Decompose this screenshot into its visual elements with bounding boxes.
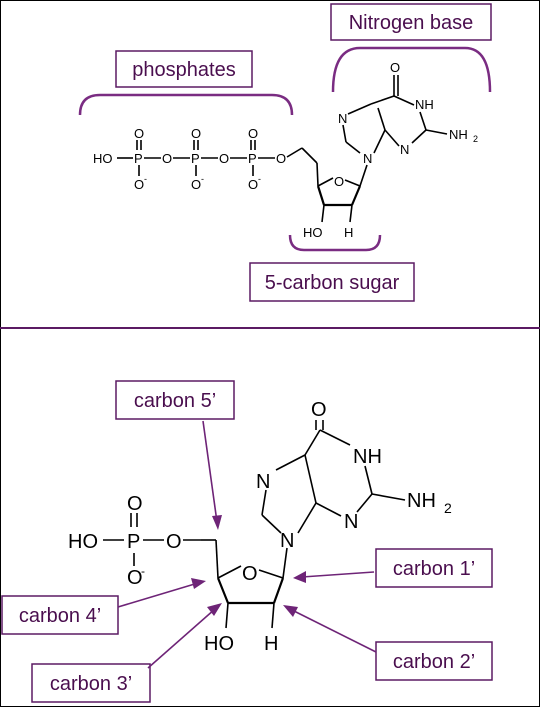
svg-text:O: O	[311, 399, 327, 421]
svg-text:N: N	[280, 530, 294, 552]
monophosphate: HO P O O O -	[68, 493, 219, 589]
svg-text:N: N	[256, 471, 270, 493]
guanine-base-top: N N NH O NH 2 N	[338, 60, 478, 166]
svg-text:O: O	[248, 126, 258, 141]
svg-text:HO: HO	[93, 151, 113, 166]
arrow-carbon4	[117, 582, 199, 608]
arrow-carbon2	[289, 608, 377, 653]
arrow-carbon1	[301, 571, 375, 578]
nitrogen-base-brace	[331, 46, 492, 93]
carbon1-label: carbon 1’	[375, 548, 493, 588]
svg-text:H: H	[344, 225, 353, 240]
svg-text:NH: NH	[407, 490, 436, 512]
svg-text:O: O	[127, 567, 143, 589]
sugar-brace	[288, 234, 382, 252]
phosphates-brace	[78, 93, 294, 116]
svg-text:O: O	[134, 177, 144, 192]
svg-text:HO: HO	[303, 225, 323, 240]
svg-text:O: O	[166, 531, 182, 553]
ribose-ring-bottom: O HO H	[204, 547, 288, 655]
carbon5-label: carbon 5’	[115, 380, 235, 420]
svg-text:N: N	[338, 111, 347, 126]
arrow-carbon2-head	[283, 605, 298, 617]
svg-text:HO: HO	[68, 531, 98, 553]
arrow-carbon4-head	[191, 578, 206, 589]
arrow-carbon5	[202, 420, 218, 523]
svg-text:-: -	[258, 174, 261, 184]
svg-text:NH: NH	[449, 127, 468, 142]
svg-text:N: N	[400, 142, 409, 157]
svg-text:H: H	[264, 633, 278, 655]
carbon3-label: carbon 3’	[31, 663, 151, 703]
carbon2-label: carbon 2’	[375, 641, 493, 681]
svg-text:O: O	[276, 151, 286, 166]
sugar-label: 5-carbon sugar	[249, 262, 415, 302]
svg-text:NH: NH	[353, 446, 382, 468]
svg-text:P: P	[127, 531, 140, 553]
svg-text:P: P	[134, 151, 143, 166]
svg-text:carbon 3’: carbon 3’	[50, 673, 132, 695]
svg-text:P: P	[248, 151, 257, 166]
nitrogen-base-label: Nitrogen base	[330, 3, 492, 41]
ribose-ring-top: O HO H	[303, 162, 368, 240]
phosphates-label: phosphates	[115, 50, 253, 88]
svg-text:O: O	[334, 174, 344, 189]
top-panel: Nitrogen base phosphates 5-carbon sugar …	[78, 3, 492, 302]
carbon4-label: carbon 4’	[1, 595, 119, 635]
svg-text:N: N	[363, 151, 372, 166]
svg-text:Nitrogen base: Nitrogen base	[349, 12, 474, 34]
bottom-panel: carbon 5’ carbon 1’ carbon 4’ carbon 2’ …	[1, 380, 493, 703]
svg-text:O: O	[219, 151, 229, 166]
svg-text:carbon 2’: carbon 2’	[393, 651, 475, 673]
svg-text:2: 2	[444, 500, 452, 516]
arrow-carbon1-head	[293, 571, 306, 583]
svg-text:O: O	[191, 177, 201, 192]
guanine-base-bottom: N N NH O NH 2 N	[256, 399, 452, 552]
svg-text:carbon 5’: carbon 5’	[134, 390, 216, 412]
svg-text:O: O	[191, 126, 201, 141]
arrow-carbon3	[147, 608, 216, 669]
svg-text:NH: NH	[415, 97, 434, 112]
svg-text:-: -	[201, 174, 204, 184]
svg-text:P: P	[191, 151, 200, 166]
svg-text:O: O	[162, 151, 172, 166]
svg-text:HO: HO	[204, 633, 234, 655]
svg-text:O: O	[127, 493, 143, 515]
svg-text:O: O	[248, 177, 258, 192]
svg-text:O: O	[390, 60, 400, 75]
svg-text:phosphates: phosphates	[132, 59, 235, 81]
svg-text:-: -	[141, 564, 145, 578]
svg-text:carbon 4’: carbon 4’	[19, 605, 101, 627]
svg-text:2: 2	[473, 134, 478, 144]
svg-text:O: O	[242, 563, 258, 585]
svg-text:5-carbon sugar: 5-carbon sugar	[265, 272, 400, 294]
svg-text:N: N	[344, 511, 358, 533]
svg-text:carbon 1’: carbon 1’	[393, 558, 475, 580]
svg-text:O: O	[134, 126, 144, 141]
svg-text:-: -	[144, 174, 147, 184]
arrow-carbon3-head	[207, 603, 222, 616]
arrow-carbon5-head	[212, 515, 222, 530]
triphosphate-chain: HO P O P O P O O O O	[93, 126, 318, 192]
